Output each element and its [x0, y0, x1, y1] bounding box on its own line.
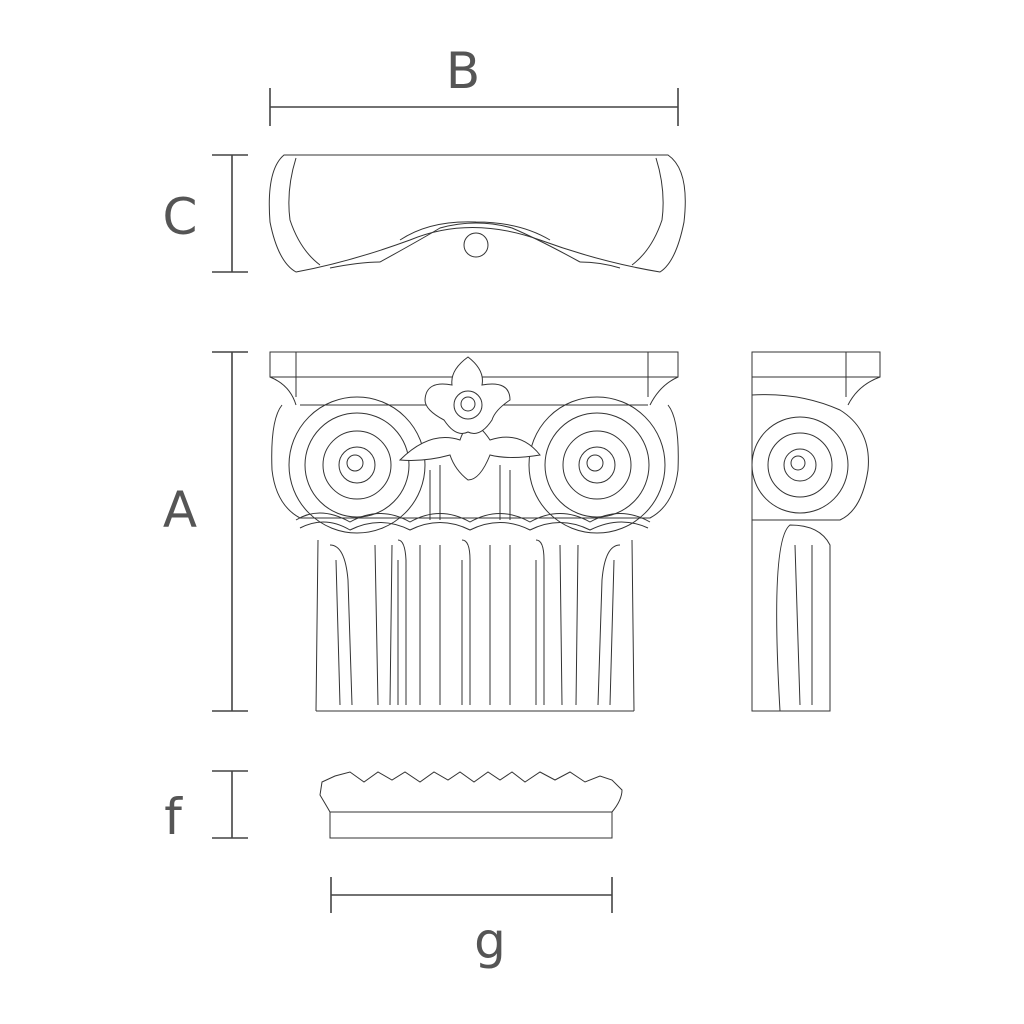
dimension-f: f: [164, 770, 248, 846]
volute-right: [528, 396, 666, 534]
volute-left: [288, 396, 426, 534]
label-g: g: [474, 912, 506, 970]
rosette: [398, 356, 541, 481]
dimension-b: B: [269, 42, 679, 126]
front-view: [269, 351, 679, 712]
flutes: [329, 539, 621, 706]
dimension-c: C: [163, 154, 248, 273]
label-f: f: [164, 788, 183, 846]
label-c: C: [163, 188, 198, 246]
dimension-g: g: [330, 877, 613, 970]
dimension-a: A: [163, 351, 248, 712]
label-a: A: [163, 481, 197, 539]
top-view: [268, 154, 686, 273]
side-view: [751, 351, 881, 712]
bottom-view: [319, 771, 623, 839]
label-b: B: [446, 42, 480, 100]
leaf-band: [295, 512, 651, 531]
